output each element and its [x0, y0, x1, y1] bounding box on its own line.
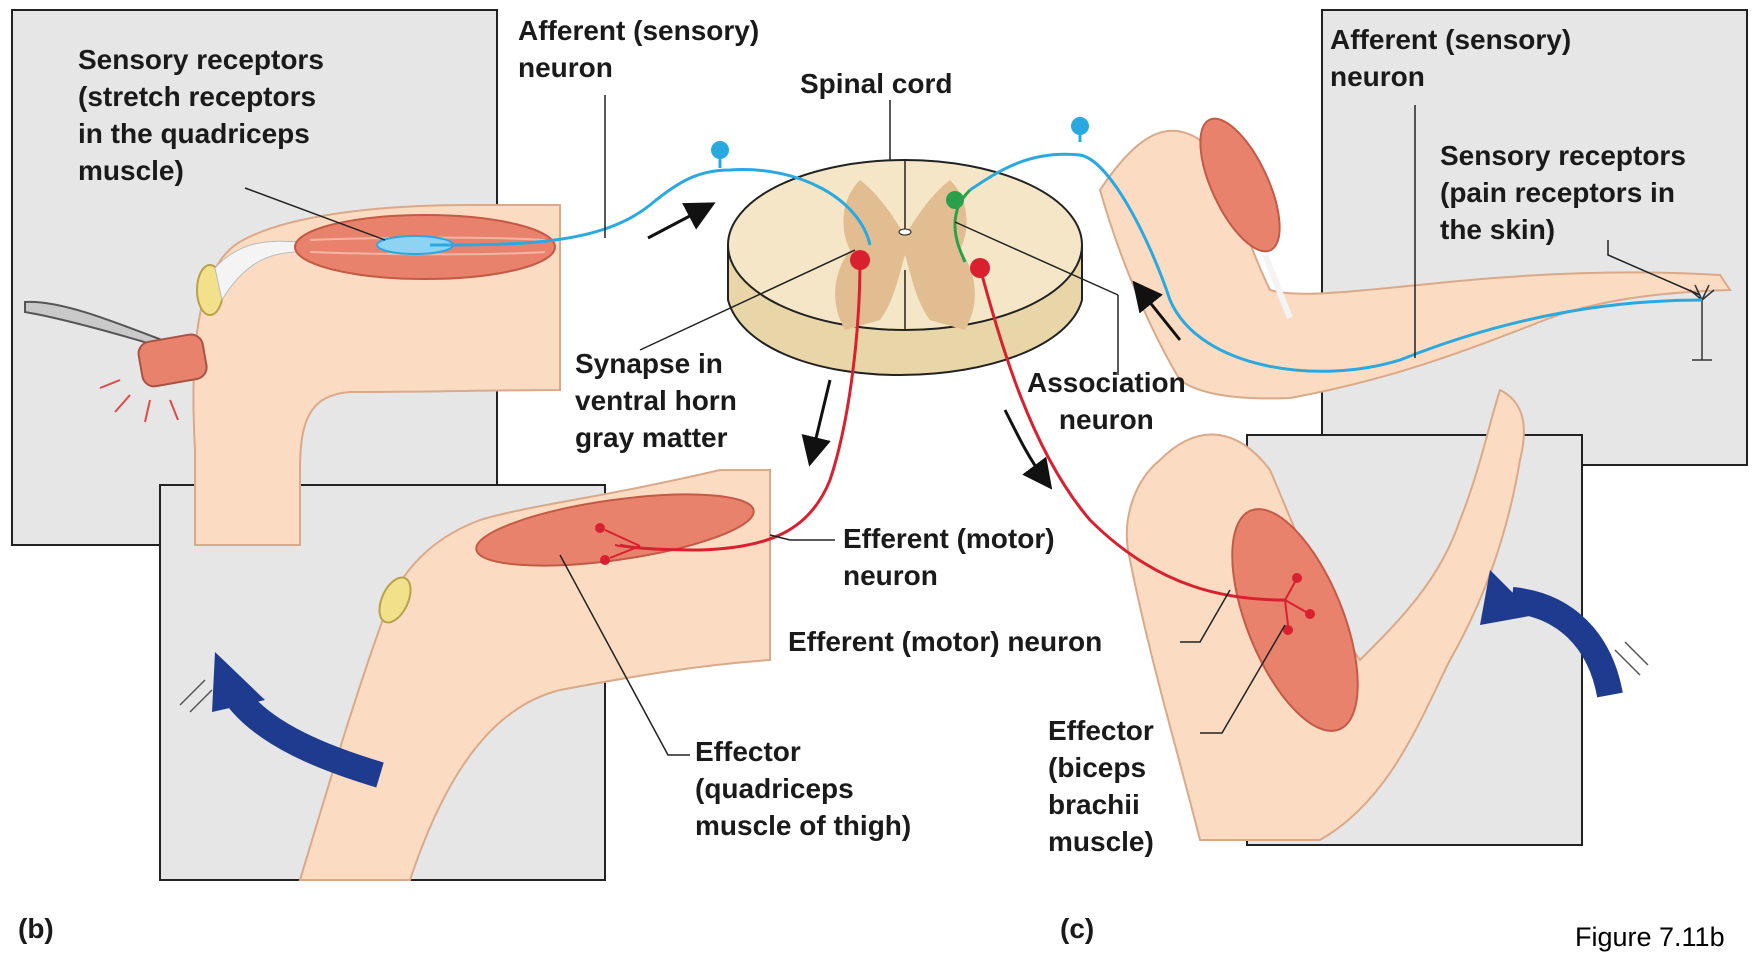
label-effector-c: Effector (biceps brachii muscle) [1048, 712, 1154, 860]
label-synapse: Synapse in ventral horn gray matter [575, 345, 737, 456]
panel-label-c: (c) [1060, 910, 1094, 947]
label-sensory-receptors-c: Sensory receptors (pain receptors in the… [1440, 137, 1686, 248]
label-efferent-neuron-b: Efferent (motor) neuron [843, 520, 1055, 594]
label-sensory-receptors-b: Sensory receptors (stretch receptors in … [78, 41, 324, 189]
label-effector-b: Effector (quadriceps muscle of thigh) [695, 733, 911, 844]
association-neuron-body [946, 191, 964, 209]
afferent-ganglion-b [711, 141, 729, 159]
label-association-neuron: Association neuron [1027, 364, 1186, 438]
label-spinal-cord: Spinal cord [800, 65, 952, 102]
label-afferent-neuron-b: Afferent (sensory) neuron [518, 12, 759, 86]
flow-arrow-efferent-b [812, 380, 830, 455]
figure-reference: Figure 7.11b [1575, 922, 1725, 953]
label-afferent-neuron-c: Afferent (sensory) neuron [1330, 21, 1571, 95]
efferent-body-b [850, 250, 870, 270]
afferent-ganglion-c [1071, 117, 1089, 135]
efferent-body-c [970, 258, 990, 278]
spinal-cord [728, 160, 1082, 375]
panel-label-b: (b) [18, 910, 54, 947]
flow-arrow-afferent-b [648, 208, 705, 238]
label-efferent-neuron-c: Efferent (motor) neuron [788, 623, 1102, 660]
